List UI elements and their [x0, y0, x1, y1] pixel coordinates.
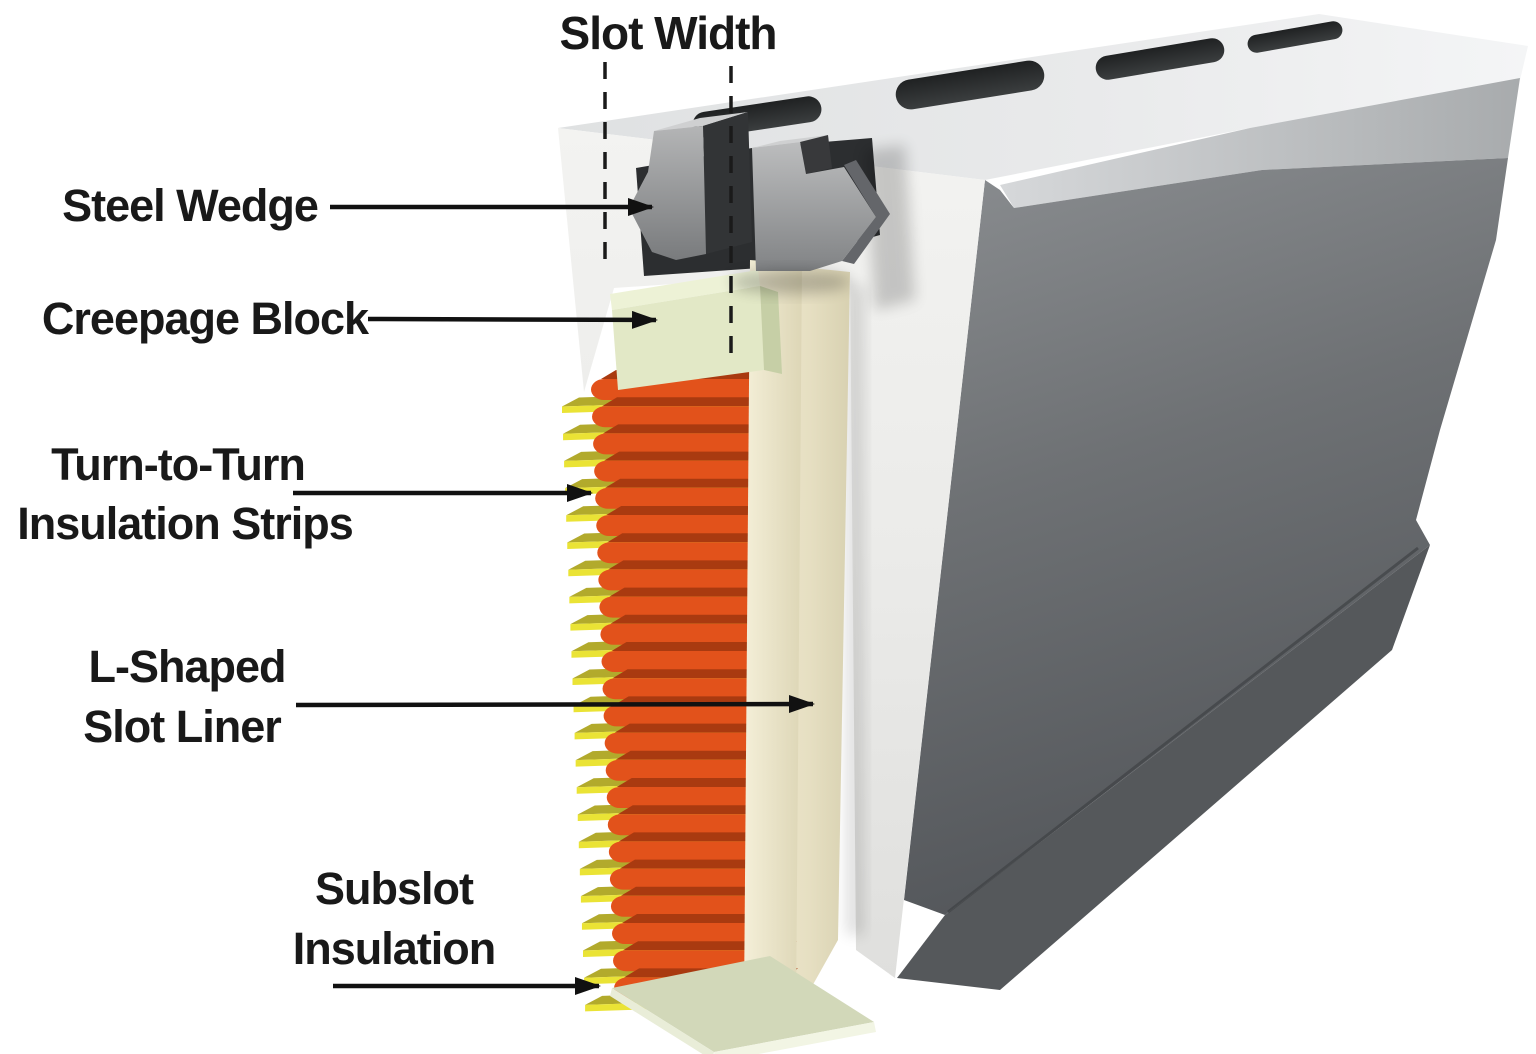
coil-conductor-front [602, 678, 772, 700]
coil-conductor-front [612, 923, 781, 944]
stator-step-band [897, 545, 1430, 990]
coil-conductor-front [593, 433, 763, 455]
slot-liner-label-line2: Slot Liner [83, 701, 281, 752]
subslot-insulation-plate [610, 956, 876, 1054]
coil-conductor-top [607, 533, 782, 543]
wedge-rear-shadow [730, 270, 850, 294]
wedge-rear-front-face [752, 142, 876, 271]
coil-conductor-top [608, 560, 783, 570]
ventilation-slot [1247, 21, 1343, 53]
coil-conductor-top [614, 723, 789, 733]
liner-crease-shadow [846, 285, 864, 935]
steel-wedge-label: Steel Wedge [62, 180, 318, 231]
coil-conductor-front [597, 542, 767, 564]
slot-width-label: Slot Width [560, 7, 777, 59]
turn-insulation-label-line1: Turn-to-Turn [51, 439, 305, 490]
slot-liner-front-lip [744, 260, 802, 1010]
steel-wedge-front-piece [629, 112, 752, 260]
wedge-front-face [629, 126, 706, 260]
coil-conductor-front [596, 515, 766, 536]
wedge-front-side-face [703, 112, 752, 254]
wedge-rear-edge-face [842, 160, 890, 264]
coil-conductor-top [604, 451, 779, 461]
coil-conductor-front [605, 759, 775, 781]
coil-conductor-top [612, 669, 787, 679]
wedge-rear-top-sliver [752, 135, 828, 148]
coil-conductor-front [609, 868, 779, 890]
coil-conductor-front [592, 406, 762, 428]
wedge-shadow [865, 145, 915, 310]
coil-conductor-front [608, 841, 778, 863]
stator-step-ledge-line [947, 546, 1419, 914]
coil-conductor-front [599, 596, 769, 618]
steel-wedge-rear-piece [730, 135, 890, 294]
coil-conductor-top [606, 506, 781, 515]
coil-conductor-front [598, 569, 768, 591]
coil-conductor-top [603, 424, 778, 434]
ventilation-slot [895, 60, 1045, 110]
creepage-side-face [760, 286, 782, 374]
coil-conductor-front [607, 814, 777, 836]
coil-conductor-front [594, 460, 764, 482]
coil-conductor-front [603, 705, 773, 727]
stator-cut-face [558, 128, 985, 978]
coil-conductor-front [595, 487, 765, 509]
coil-conductor-front [610, 895, 780, 917]
creepage-block-arrow [367, 310, 658, 329]
stator-front-face [904, 158, 1508, 915]
subslot-plate-edge-left [610, 988, 714, 1054]
coil-conductor-top [609, 587, 784, 597]
subslot-plate-edge-right [714, 1022, 876, 1054]
coil-conductor-front [601, 651, 771, 672]
wedge-front-top-sliver [654, 112, 748, 131]
stator-chamfer-edge [1000, 78, 1520, 208]
slot-liner-label-line1: L-Shaped [88, 641, 285, 692]
subslot-plate-top [612, 956, 874, 1052]
coil-conductor-front [591, 379, 760, 400]
creepage-top-face [610, 270, 760, 310]
subslot-label-line1: Subslot [315, 863, 474, 914]
coil-conductor-top [602, 397, 777, 407]
coil-conductor-front [606, 787, 776, 808]
coil-conductor-top [605, 478, 780, 488]
subslot-label-line2: Insulation [293, 923, 496, 974]
turn-insulation-label-line2: Insulation Strips [17, 498, 353, 549]
wedge-rear-notch-side [800, 135, 832, 174]
creepage-block-label: Creepage Block [42, 293, 370, 344]
coil-conductor-top [610, 614, 785, 624]
ventilation-slot [1095, 38, 1225, 80]
coil-conductor-front [600, 623, 770, 645]
coil-conductor-front [604, 732, 774, 754]
slot-liner-arrow [295, 695, 815, 714]
coil-conductor-top [611, 642, 786, 651]
